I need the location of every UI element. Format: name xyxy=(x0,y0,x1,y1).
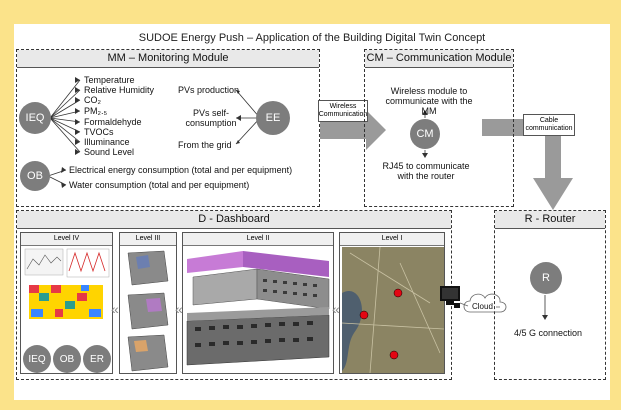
ob-item: Electrical energy consumption (total and… xyxy=(69,165,293,175)
diagram-title: SUDOE Energy Push – Application of the B… xyxy=(138,32,486,44)
floor-plans xyxy=(127,250,169,372)
router-circle: R xyxy=(530,262,562,294)
ieq-item: Formaldehyde xyxy=(84,117,142,127)
monitoring-module: MM – Monitoring Module xyxy=(16,49,320,207)
location-map xyxy=(341,246,445,374)
cloud-label: Cloud xyxy=(472,302,493,311)
ieq-item: Illuminance xyxy=(84,137,130,147)
connector-lines xyxy=(47,77,573,320)
chevron-left-icon: « xyxy=(175,301,183,317)
level-iv-title: Level IV xyxy=(21,233,112,246)
dashboard-er-circle: ER xyxy=(83,345,111,373)
ieq-circle: IEQ xyxy=(19,102,51,134)
dashboard-level-ii: Level II xyxy=(182,232,334,374)
router-header: R - Router xyxy=(495,211,605,229)
dashboard-header: D - Dashboard xyxy=(17,211,451,229)
dashboard-level-i: Level I xyxy=(339,232,445,374)
ieq-item: PM₂.₅ xyxy=(84,106,108,116)
ieq-item: TVOCs xyxy=(84,127,114,137)
dashboard-level-iii: Level III xyxy=(119,232,177,374)
computer-icon xyxy=(440,286,460,308)
dashboard-module: D - Dashboard xyxy=(16,210,452,380)
cloud-icon xyxy=(459,293,507,313)
dashboard-level-iv: Level IV IEQ OB ER xyxy=(20,232,113,374)
ob-item: Water consumption (total and per equipme… xyxy=(69,180,250,190)
ieq-item: CO₂ xyxy=(84,95,101,105)
ieq-item: Sound Level xyxy=(84,147,135,157)
cable-communication-label: Cable communication xyxy=(523,114,575,136)
cm-rj45-text: RJ45 to communicate with the router xyxy=(382,161,470,181)
chevron-left-icon: « xyxy=(111,301,119,317)
ee-circle: EE xyxy=(256,101,290,135)
dashboard-ob-circle: OB xyxy=(53,345,81,373)
chevron-left-icon: « xyxy=(332,301,340,317)
router-module: R - Router xyxy=(494,210,606,380)
dashboard-ieq-circle: IEQ xyxy=(23,345,51,373)
ob-circle: OB xyxy=(20,161,50,191)
monitoring-module-header: MM – Monitoring Module xyxy=(17,50,319,68)
level-ii-title: Level II xyxy=(183,233,333,246)
cm-circle: CM xyxy=(410,119,440,149)
ieq-item: Relative Humidity xyxy=(84,85,155,95)
ee-item: From the grid xyxy=(178,140,232,150)
communication-module: CM – Communication Module xyxy=(364,49,514,207)
level-iii-title: Level III xyxy=(120,233,176,246)
router-connection-text: 4/5 G connection xyxy=(514,328,583,338)
communication-module-header: CM – Communication Module xyxy=(365,50,513,68)
ee-item: PVs production xyxy=(178,85,240,95)
level-i-title: Level I xyxy=(340,233,444,246)
wireless-communication-label: Wireless Communication xyxy=(318,100,368,122)
building-models xyxy=(186,251,330,366)
level-iv-charts xyxy=(24,248,110,319)
ieq-item: Temperature xyxy=(84,75,135,85)
cm-wireless-text: Wireless module to communicate with the … xyxy=(385,86,473,116)
ee-item: PVs self-consumption xyxy=(185,108,237,128)
diagram-canvas: SUDOE Energy Push – Application of the B… xyxy=(14,24,610,400)
